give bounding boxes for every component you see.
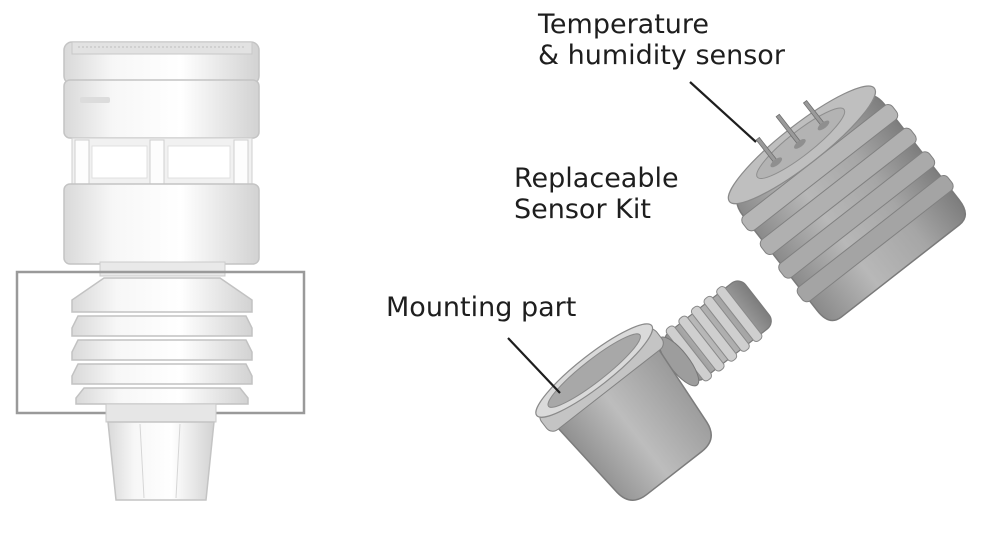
station-wind-gap — [71, 137, 253, 187]
threaded-connector — [658, 280, 772, 387]
sensor-kit — [535, 85, 967, 501]
label-temperature-line1: Temperature — [538, 9, 710, 40]
label-sensor-kit-line2: Sensor Kit — [514, 194, 651, 225]
station-lower-body — [63, 183, 260, 265]
radiation-shield — [71, 277, 253, 405]
label-sensor-kit-line1: Replaceable — [514, 163, 679, 194]
leader-line-mounting — [507, 337, 561, 394]
leader-line-temperature — [689, 81, 757, 143]
station-top-cap — [63, 41, 260, 139]
label-temperature-line2: & humidity sensor — [538, 40, 785, 71]
weather-station — [15, 41, 306, 501]
station-bottom-mount — [105, 403, 217, 501]
temperature-humidity-sensor — [727, 85, 967, 322]
mounting-part — [535, 323, 712, 501]
label-mounting-part: Mounting part — [386, 292, 577, 323]
label-replaceable-sensor-kit: Replaceable Sensor Kit — [514, 163, 679, 225]
label-temperature-humidity-sensor: Temperature & humidity sensor — [538, 9, 785, 71]
